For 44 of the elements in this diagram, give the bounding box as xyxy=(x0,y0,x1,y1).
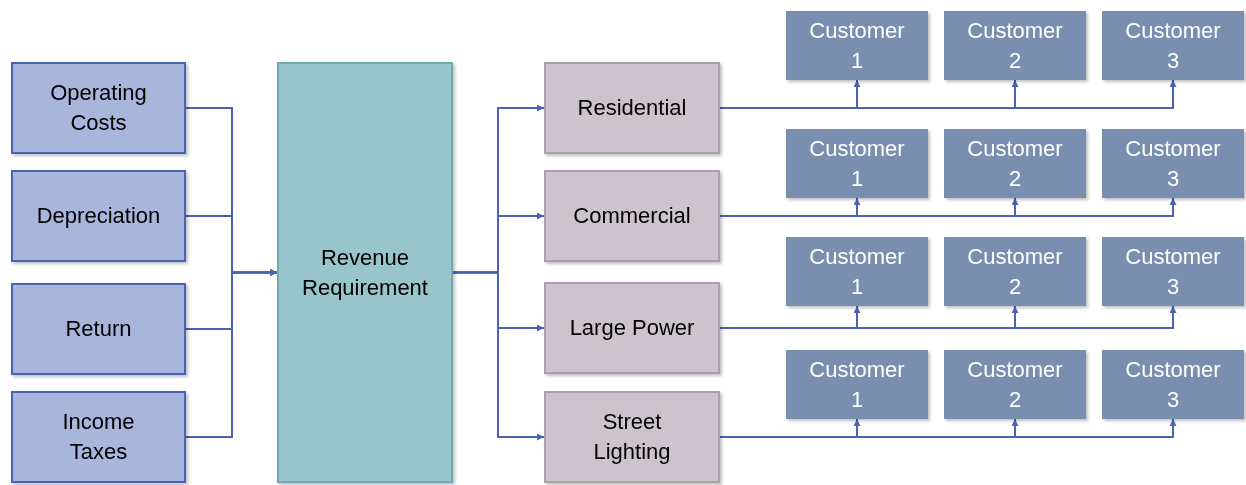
cost-box xyxy=(11,283,186,375)
node-label: Customer 1 xyxy=(808,355,906,414)
node-label: Customer 2 xyxy=(966,242,1064,301)
node-label: Street Lighting xyxy=(592,408,672,466)
customer-box xyxy=(1102,237,1244,306)
node-label: Customer 3 xyxy=(1124,242,1222,301)
revenue-box xyxy=(277,62,453,483)
node-label: Income Taxes xyxy=(61,408,136,466)
node-label: Return xyxy=(65,315,132,343)
customer-box xyxy=(786,129,928,198)
cost-box xyxy=(11,62,186,154)
node-label: Customer 2 xyxy=(966,134,1064,193)
node-label: Customer 1 xyxy=(808,16,906,75)
node-label: Customer 2 xyxy=(966,16,1064,75)
class-box xyxy=(544,282,720,374)
node-label: Depreciation xyxy=(36,202,161,230)
connector-arrow xyxy=(185,269,278,438)
class-box xyxy=(544,391,720,483)
class-box xyxy=(544,62,720,154)
cost-box xyxy=(11,170,186,262)
node-label: Customer 1 xyxy=(808,242,906,301)
customer-box xyxy=(1102,350,1244,419)
cost-box xyxy=(11,391,186,483)
node-label: Customer 2 xyxy=(966,355,1064,414)
node-label: Operating Costs xyxy=(49,79,148,137)
node-label: Large Power xyxy=(569,314,695,342)
node-label: Customer 3 xyxy=(1124,355,1222,414)
customer-box xyxy=(786,350,928,419)
customer-box xyxy=(944,237,1086,306)
customer-box xyxy=(944,350,1086,419)
node-label: Customer 3 xyxy=(1124,134,1222,193)
class-box xyxy=(544,170,720,262)
customer-box xyxy=(944,129,1086,198)
customer-box xyxy=(944,11,1086,80)
node-label: Revenue Requirement xyxy=(301,243,429,302)
customer-box xyxy=(786,237,928,306)
node-label: Customer 1 xyxy=(808,134,906,193)
node-label: Residential xyxy=(577,94,687,122)
customer-box xyxy=(1102,11,1244,80)
customer-box xyxy=(1102,129,1244,198)
node-label: Customer 3 xyxy=(1124,16,1222,75)
node-label: Commercial xyxy=(573,202,691,230)
connector-arrow xyxy=(452,271,545,441)
customer-box xyxy=(786,11,928,80)
